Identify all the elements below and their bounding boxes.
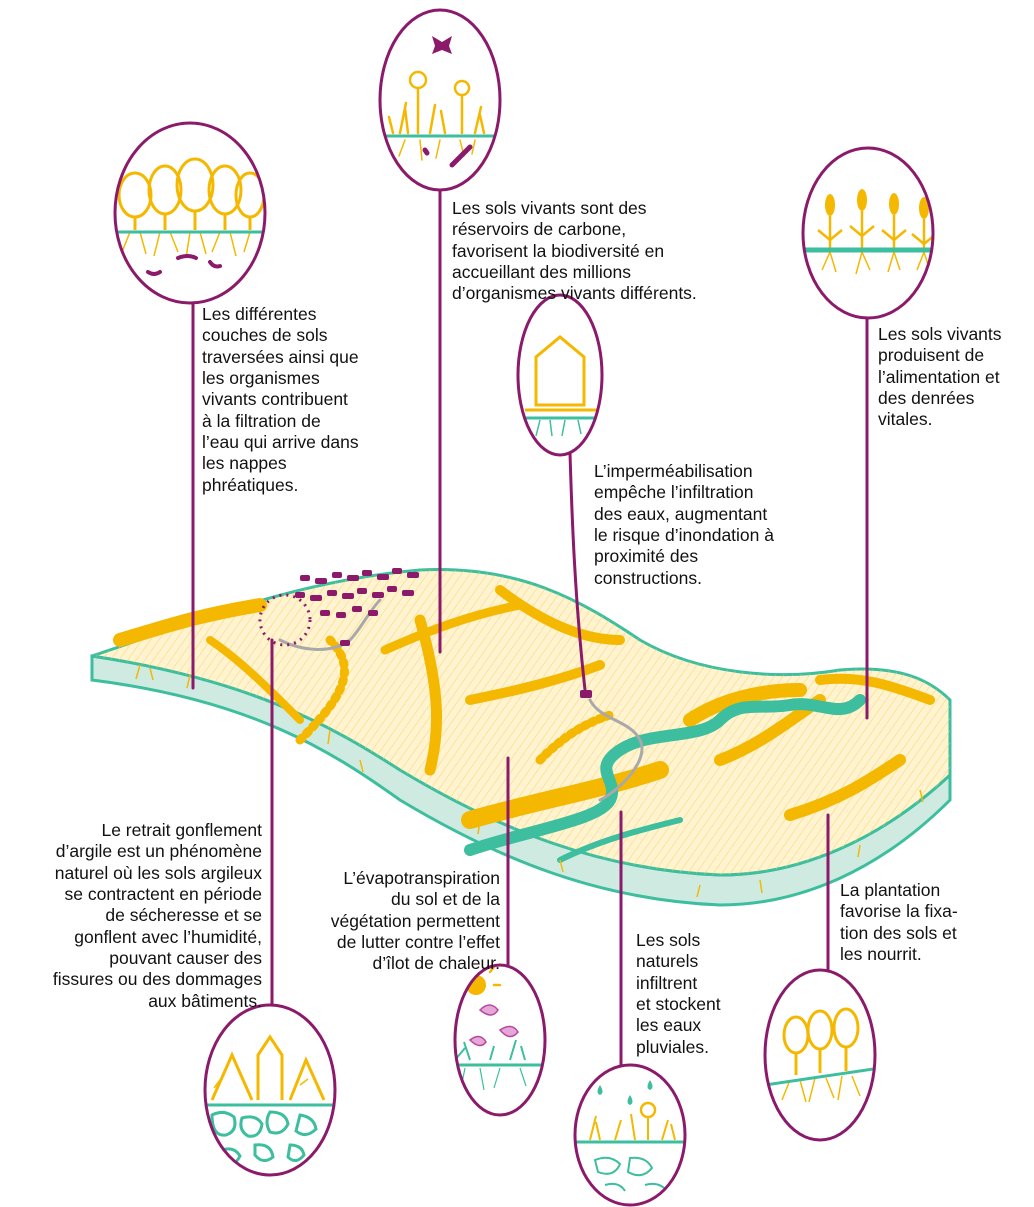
- rain-infiltration-icon: [573, 1063, 687, 1207]
- hedgerow: [380, 600, 525, 655]
- planted-trees-icon: [763, 968, 877, 1142]
- wheat-crop-icon: [801, 146, 935, 320]
- landscape-block: [90, 568, 952, 907]
- hedgerow: [295, 635, 349, 745]
- sun-evaporation-icon: [453, 963, 547, 1117]
- callout-planting: La plantation favorise la fixa- tion des…: [840, 880, 958, 965]
- callout-sealing: L’imperméabilisation empêche l’infiltrat…: [594, 461, 774, 588]
- callout-food: Les sols vivants produisent de l’aliment…: [878, 324, 1002, 430]
- house-impervious-icon: [516, 293, 604, 457]
- hedgerow: [784, 754, 906, 821]
- hedgerow: [495, 585, 625, 645]
- hedgerow: [206, 636, 304, 724]
- trees-roots-icon: [113, 121, 267, 305]
- leader-line-sealing: [568, 451, 587, 692]
- callout-infiltration: Les sols naturels infiltrent et stockent…: [636, 930, 721, 1057]
- hedgerow: [815, 673, 935, 705]
- hedgerow: [414, 614, 443, 776]
- hedgerow: [683, 683, 807, 727]
- river: [464, 694, 866, 856]
- hedgerow: [113, 598, 267, 647]
- hedgerow: [461, 761, 669, 829]
- flowers-butterfly-icon: [378, 8, 502, 192]
- leader-lines: [191, 186, 869, 1070]
- callout-clay: Le retrait gonflement d’argile est un ph…: [52, 820, 262, 1011]
- road: [588, 698, 644, 802]
- callout-evapo: L’évapotranspiration du sol et de la vég…: [330, 868, 500, 974]
- hedgerow: [535, 710, 615, 765]
- cracked-clay-house-icon: [203, 1003, 337, 1177]
- hedgerow: [465, 660, 605, 705]
- callout-filtration: Les différentes couches de sols traversé…: [202, 304, 359, 495]
- callout-carbon: Les sols vivants sont des réservoirs de …: [452, 198, 697, 304]
